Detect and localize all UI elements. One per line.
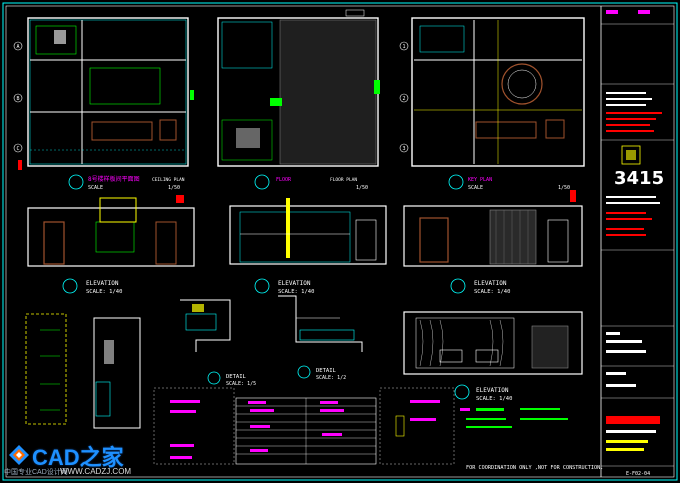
coordination-note: FOR COORDINATION ONLY ,NOT FOR CONSTRUCT…	[466, 465, 603, 471]
legend-notes	[460, 408, 568, 428]
section-left-group	[25, 313, 141, 429]
plan-2-title: FLOOR	[276, 177, 292, 183]
elevation-2-group	[229, 198, 387, 265]
plan-1-group	[18, 17, 194, 170]
elevation-4-title: ELEVATION	[476, 387, 509, 394]
elevation-4-group	[403, 311, 583, 375]
elevation-3-title: ELEVATION	[474, 280, 507, 287]
elevation-2-title: ELEVATION	[278, 280, 311, 287]
grid-label-3: 3	[403, 146, 406, 152]
plan-1-label: CEILING PLAN	[152, 177, 185, 183]
detail-2-scale: SCALE: 1/2	[316, 375, 346, 381]
watermark: CAD之家 中国专业CAD设计网 WWW.CADZJ.COM	[2, 440, 172, 480]
watermark-url: WWW.CADZJ.COM	[60, 467, 132, 476]
sheet-inner-border	[5, 5, 675, 478]
plan-2-label: FLOOR PLAN	[330, 177, 357, 183]
grid-label-b1: B	[17, 96, 20, 102]
cadzj-logo-icon	[9, 445, 29, 465]
plan-3-title: KEY PLAN	[468, 177, 492, 183]
detail-1-title: DETAIL	[226, 374, 247, 380]
detail-2-group	[278, 295, 363, 352]
watermark-subtitle: 中国专业CAD设计网	[4, 469, 68, 476]
plan-1-subtitle: SCALE	[88, 185, 103, 191]
plan-2-group	[217, 9, 380, 167]
grid-label-1: 1	[403, 44, 406, 50]
elevation-3-group	[403, 190, 583, 267]
firm-logo: 3415	[614, 168, 664, 189]
material-schedule-table-3	[379, 387, 455, 465]
plan-1-title: 8号楼样板间平面图	[88, 175, 140, 183]
elevation-1-title: ELEVATION	[86, 280, 119, 287]
watermark-brand: CAD之家	[32, 445, 124, 470]
plan-3-subtitle: SCALE	[468, 185, 483, 191]
sheet-number: E-F02-04	[626, 471, 650, 477]
material-schedule-table-2	[153, 387, 235, 465]
plan-2-scale: 1/50	[356, 185, 368, 191]
detail-2-title: DETAIL	[316, 368, 337, 374]
plan-3-scale: 1/50	[558, 185, 570, 191]
detail-1-group	[180, 299, 231, 352]
detail-1-scale: SCALE: 1/5	[226, 381, 256, 387]
material-schedule-table	[235, 397, 377, 465]
title-block	[601, 10, 674, 467]
elevation-1-group	[27, 195, 195, 267]
elevation-1-scale: SCALE: 1/40	[86, 289, 122, 295]
elevation-4-scale: SCALE: 1/40	[476, 396, 512, 402]
elevation-2-scale: SCALE: 1/40	[278, 289, 314, 295]
plan-3-group	[411, 17, 585, 167]
grid-label-2: 2	[403, 96, 406, 102]
grid-label-a1: A	[17, 44, 20, 50]
elevation-3-scale: SCALE: 1/40	[474, 289, 510, 295]
grid-label-c1: C	[17, 146, 20, 152]
plan-1-scale: 1/50	[168, 185, 180, 191]
